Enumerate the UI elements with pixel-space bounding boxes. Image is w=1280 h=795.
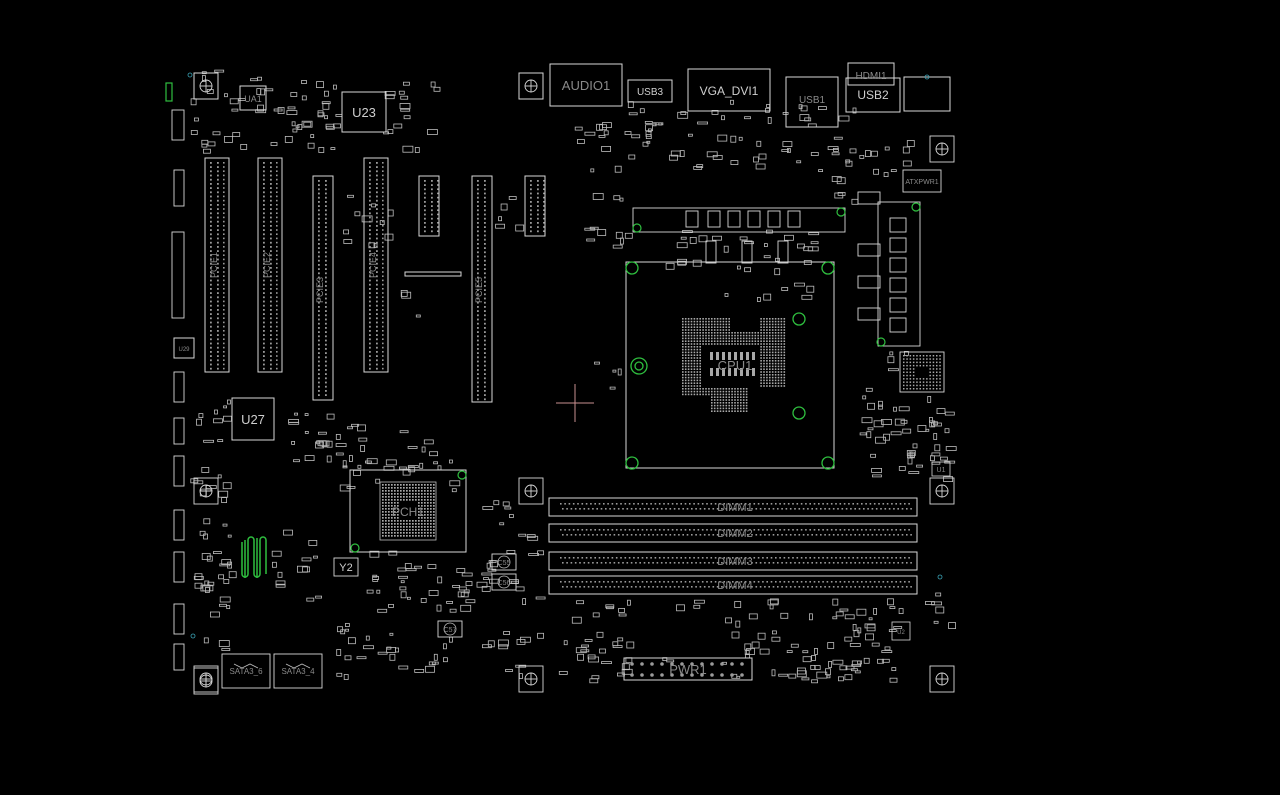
label-c57: C57 bbox=[444, 627, 457, 634]
label-u2: U2 bbox=[897, 630, 905, 636]
vrm-area bbox=[632, 191, 921, 347]
connector-sata-4[interactable]: SATA3_4 bbox=[273, 653, 323, 689]
label-sata-4: SATA3_4 bbox=[281, 667, 315, 676]
label-usb3: USB3 bbox=[637, 87, 664, 98]
ic-pch[interactable]: PCH1 bbox=[349, 469, 467, 553]
label-pwr: PWR1 bbox=[669, 662, 707, 677]
dimm-pins bbox=[560, 503, 912, 588]
label-sata-6: SATA3_6 bbox=[229, 667, 263, 676]
label-cpu: CPU1 bbox=[718, 358, 753, 373]
cap-c56[interactable]: C56 bbox=[491, 573, 517, 591]
label-u29: U29 bbox=[178, 347, 190, 353]
slot-dimm2[interactable] bbox=[548, 523, 918, 543]
slot-pins bbox=[210, 162, 545, 401]
connector-audio[interactable] bbox=[549, 63, 623, 107]
expansion-slots bbox=[204, 157, 546, 403]
slot-pcie2[interactable] bbox=[257, 157, 283, 373]
vrm-holes bbox=[632, 202, 921, 347]
via-markers bbox=[187, 72, 943, 639]
label-pcie3: PCIE3 bbox=[315, 277, 325, 303]
ic-u1[interactable]: U1 bbox=[931, 461, 951, 477]
left-edge-headers bbox=[171, 109, 185, 671]
label-y2: Y2 bbox=[339, 562, 352, 574]
slot-pcie3[interactable] bbox=[312, 175, 334, 401]
cpu-socket[interactable]: CPU1 bbox=[625, 261, 835, 469]
ic-bga-right[interactable] bbox=[899, 351, 945, 393]
label-c55: C55 bbox=[498, 560, 511, 567]
green-coil bbox=[241, 536, 267, 578]
cap-c55[interactable]: C55 bbox=[491, 553, 517, 571]
ic-u27[interactable]: U27 bbox=[231, 397, 275, 441]
label-pch: PCH1 bbox=[392, 505, 424, 519]
label-usb2: USB2 bbox=[857, 88, 889, 102]
slot-pcie5[interactable] bbox=[471, 175, 493, 403]
dimm-slots bbox=[548, 497, 918, 595]
label-dimm3: DIMM3 bbox=[717, 556, 752, 568]
header-small-1[interactable] bbox=[418, 175, 440, 237]
mounting-holes bbox=[193, 72, 955, 695]
label-hdmi: HDMI1 bbox=[855, 71, 887, 82]
slot-pcie4[interactable] bbox=[363, 157, 389, 373]
cursor-crosshair bbox=[556, 384, 594, 422]
label-dimm1: DIMM1 bbox=[717, 502, 752, 514]
header-bar bbox=[404, 271, 462, 277]
label-u23: U23 bbox=[352, 105, 376, 120]
connector-hdmi[interactable] bbox=[847, 62, 895, 86]
connector-sata-6[interactable]: SATA3_6 bbox=[221, 653, 271, 689]
connector-atxpwr[interactable]: ATXPWR1 bbox=[902, 169, 942, 193]
green-header bbox=[165, 82, 173, 102]
pch-holes bbox=[350, 470, 467, 553]
label-c56: C56 bbox=[498, 580, 511, 587]
label-usb1: USB1 bbox=[799, 95, 826, 106]
slot-dimm4[interactable] bbox=[548, 575, 918, 595]
label-atxpwr: ATXPWR1 bbox=[905, 179, 938, 186]
cap-c57[interactable]: C57 bbox=[437, 620, 463, 638]
connector-rear-right[interactable] bbox=[903, 76, 951, 112]
label-vga-dvi: VGA_DVI1 bbox=[700, 84, 759, 98]
slot-dimm1[interactable] bbox=[548, 497, 918, 517]
label-u1: U1 bbox=[937, 467, 946, 474]
connector-usb3[interactable] bbox=[627, 79, 673, 103]
slot-dimm3[interactable] bbox=[548, 551, 918, 571]
connector-vga-dvi[interactable] bbox=[687, 68, 771, 112]
label-pcie2: PCIE2 bbox=[262, 252, 272, 278]
label-pcie5: PCIE5 bbox=[474, 277, 484, 303]
label-pcie4: PCIE4 bbox=[368, 252, 378, 278]
slot-pcie1[interactable] bbox=[204, 157, 230, 373]
label-u27: U27 bbox=[241, 412, 265, 427]
header-small-2[interactable] bbox=[524, 175, 546, 237]
connector-usb1[interactable] bbox=[785, 76, 839, 128]
label-ua1: UA1 bbox=[244, 94, 262, 104]
connector-pwr[interactable]: PWR1 bbox=[623, 657, 753, 681]
smd-components bbox=[190, 69, 957, 684]
cpu-mount-holes bbox=[625, 261, 835, 470]
ic-ua1[interactable]: UA1 bbox=[239, 85, 267, 111]
label-dimm4: DIMM4 bbox=[717, 580, 752, 592]
crystal-y2[interactable]: Y2 bbox=[333, 557, 359, 577]
label-dimm2: DIMM2 bbox=[717, 528, 752, 540]
label-audio: AUDIO1 bbox=[562, 78, 610, 93]
ic-u29[interactable]: U29 bbox=[173, 337, 195, 359]
ic-u2[interactable]: U2 bbox=[891, 621, 911, 641]
ic-u23[interactable]: U23 bbox=[341, 91, 387, 133]
connector-usb2[interactable] bbox=[845, 77, 901, 113]
label-pcie1: PCIE1 bbox=[209, 252, 219, 278]
